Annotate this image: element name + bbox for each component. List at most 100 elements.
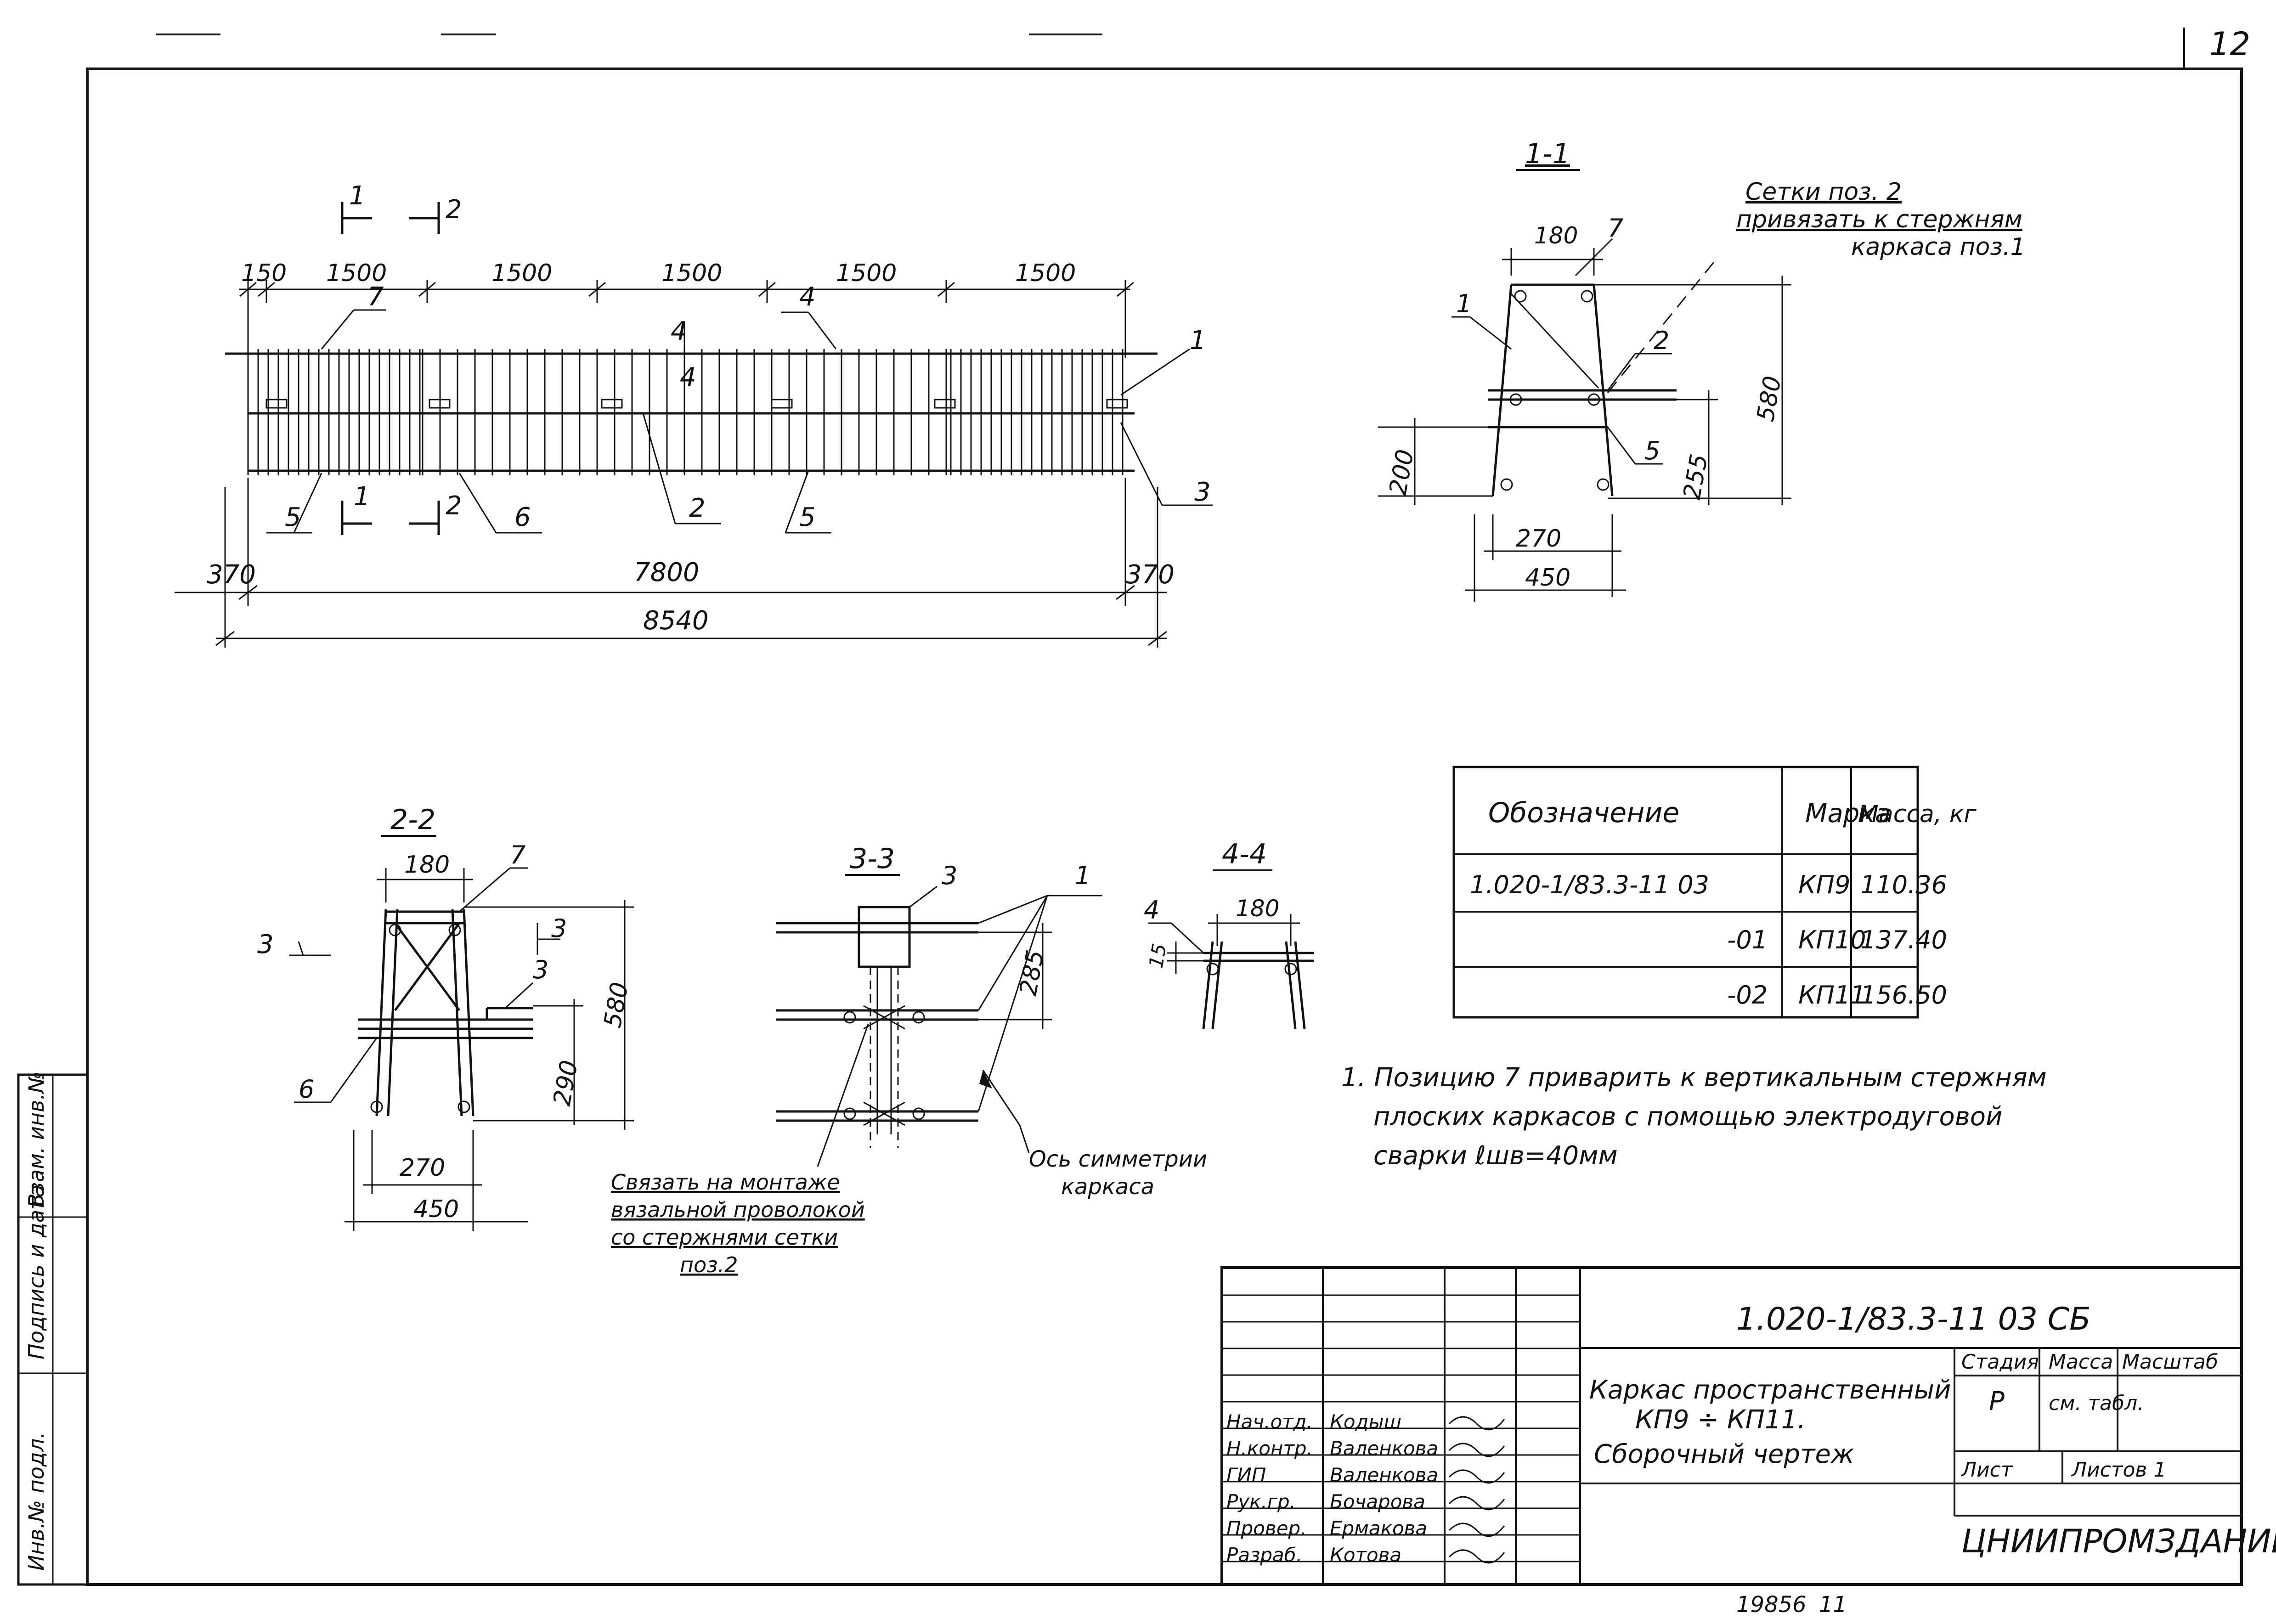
signatory-name: Котова	[1330, 1544, 1401, 1566]
elev-callout-2: 2	[689, 493, 706, 523]
s11-callout-5: 5	[1644, 436, 1660, 465]
sheet-frame	[86, 68, 2243, 1586]
svg-text:вязальной проволокой: вязальной проволокой	[611, 1197, 865, 1222]
s11-dim-450: 450	[1525, 564, 1570, 592]
signatory-name: Ермакова	[1330, 1517, 1427, 1539]
s44-callout-4: 4	[1144, 896, 1159, 925]
tb-organization: ЦНИИПРОМЗДАНИЙ	[1961, 1522, 2276, 1560]
elev-spacing-dim: 1500	[326, 259, 387, 287]
signatory-role: Разраб.	[1226, 1544, 1302, 1566]
svg-text:КП9: КП9	[1798, 870, 1850, 899]
elev-dim-right: 370	[1125, 560, 1175, 590]
signature-scribble	[1448, 1522, 1505, 1537]
signature-scribble	[1448, 1416, 1505, 1431]
s11-callout-1: 1	[1456, 289, 1472, 318]
section-3-3: 3-3	[611, 843, 1207, 1277]
svg-text:Ось симметрии: Ось симметрии	[1029, 1146, 1207, 1172]
s22-dim-180: 180	[404, 851, 450, 879]
spec-table: Обозначение Марка Масса, кг 1.020-1/83.3…	[1452, 766, 1977, 1019]
top-edge-marks	[156, 28, 2185, 69]
s22-dim-580: 580	[599, 980, 634, 1030]
elev-callout-3: 3	[1194, 477, 1211, 507]
tb-sheet-label: Лист	[1960, 1458, 2013, 1482]
s22-dim-290: 290	[548, 1058, 583, 1108]
svg-text:привязать к стержням: привязать к стержням	[1736, 206, 2022, 233]
axis-arrowhead	[979, 1070, 992, 1088]
section-1-1-title: 1-1	[1525, 138, 1570, 170]
spec-row: -02 КП11 156.50	[1727, 981, 1947, 1009]
svg-text:137.40: 137.40	[1860, 925, 1947, 954]
elev-callout-6: 6	[514, 502, 531, 532]
stamp-inv-label: Инв.№ подл.	[24, 1432, 49, 1571]
stamp-signature-label: Подпись и дата	[24, 1184, 49, 1359]
section-4-4: 4-4 180 15 4	[1144, 838, 1314, 1029]
doc-title: Каркас пространственный КП9 ÷ КП11. Сбор…	[1589, 1375, 1951, 1469]
signatory-role: Рук.гр.	[1226, 1490, 1296, 1513]
s22-callout-3a: 3	[551, 914, 567, 943]
svg-text:КП11: КП11	[1798, 981, 1866, 1009]
elev-callout-4b: 4	[671, 316, 687, 346]
s22-callout-3b: 3	[533, 955, 548, 984]
signatory-role: Провер.	[1226, 1517, 1307, 1539]
section-4-4-title: 4-4	[1222, 838, 1267, 870]
spec-row: 1.020-1/83.3-11 03 КП9 110.36	[1470, 870, 1947, 899]
svg-text:каркаса: каркаса	[1061, 1174, 1154, 1200]
elev-callout-4a: 4	[799, 282, 816, 312]
signature-scribble	[1448, 1469, 1505, 1484]
svg-text:1. Позицию 7 приварить к верти: 1. Позицию 7 приварить к вертикальным ст…	[1341, 1063, 2047, 1093]
svg-text:-02: -02	[1727, 981, 1768, 1009]
s44-dim-15: 15	[1145, 942, 1171, 970]
elev-callout-4c: 4	[680, 362, 696, 392]
s22-callout-7: 7	[510, 840, 525, 869]
doc-code: 1.020-1/83.3-11 03 СБ	[1736, 1301, 2091, 1337]
elev-dim-left: 370	[207, 560, 256, 590]
section-2-2-title: 2-2	[390, 804, 435, 836]
cut-mark-2-top: 2	[446, 195, 462, 225]
s33-callout-1: 1	[1075, 861, 1090, 890]
s11-dim-270: 270	[1516, 525, 1561, 553]
signatory-role: ГИП	[1226, 1464, 1266, 1486]
svg-text:1.020-1/83.3-11 03: 1.020-1/83.3-11 03	[1470, 870, 1709, 899]
svg-text:Связать на монтаже: Связать на монтаже	[611, 1170, 840, 1195]
s11-note: Сетки поз. 2 привязать к стержням каркас…	[1736, 178, 2026, 261]
tb-mass-note: см. табл.	[2049, 1392, 2144, 1415]
signatory-name: Валенкова	[1330, 1464, 1438, 1486]
s22-cut-label: 3	[257, 930, 274, 959]
svg-text:110.36: 110.36	[1860, 870, 1947, 899]
section-3-3-title: 3-3	[850, 843, 895, 875]
signatory-name: Валенкова	[1330, 1437, 1438, 1460]
signatory-name: Кодыш	[1330, 1410, 1401, 1433]
tb-sheets-label: Листов 1	[2071, 1458, 2166, 1482]
cut-mark-1-top: 1	[349, 181, 366, 211]
spec-header-mark: Марка	[1805, 799, 1891, 829]
stamp-replace-label: Взам. инв.№	[24, 1071, 49, 1208]
signatory-name: Бочарова	[1330, 1490, 1425, 1513]
tb-col-mass: Масса	[2049, 1350, 2113, 1374]
elev-spacing-dim: 1500	[836, 259, 897, 287]
side-stamp: Инв.№ подл. Подпись и дата Взам. инв.№	[17, 1071, 89, 1586]
page-number: 12	[2209, 25, 2250, 63]
signature-scribble	[1448, 1443, 1505, 1457]
section-1-1: 1-1	[1378, 138, 2026, 602]
svg-text:поз.2: поз.2	[680, 1252, 738, 1277]
s11-dim-180: 180	[1534, 222, 1578, 249]
svg-text:156.50: 156.50	[1860, 981, 1947, 1009]
spec-row: -01 КП10 137.40	[1727, 925, 1947, 954]
elev-spacing-dim: 1500	[1015, 259, 1076, 287]
svg-text:плоских каркасов с помощью эле: плоских каркасов с помощью электродугово…	[1373, 1102, 2002, 1132]
svg-text:КП10: КП10	[1798, 925, 1866, 954]
signatory-role: Н.контр.	[1226, 1437, 1313, 1460]
signature-scribble	[1448, 1549, 1505, 1564]
s22-dim-270: 270	[400, 1154, 445, 1182]
elev-dim-7800: 7800	[634, 558, 700, 587]
elev-callout-7: 7	[367, 282, 384, 312]
s11-callout-7: 7	[1608, 214, 1623, 242]
section-2-2: 2-2	[257, 804, 634, 1231]
general-note: 1. Позицию 7 приварить к вертикальным ст…	[1341, 1063, 2047, 1171]
svg-text:Каркас пространственный: Каркас пространственный	[1589, 1375, 1951, 1405]
s33-dim-285: 285	[1015, 948, 1050, 998]
elev-callout-5b: 5	[799, 502, 816, 532]
